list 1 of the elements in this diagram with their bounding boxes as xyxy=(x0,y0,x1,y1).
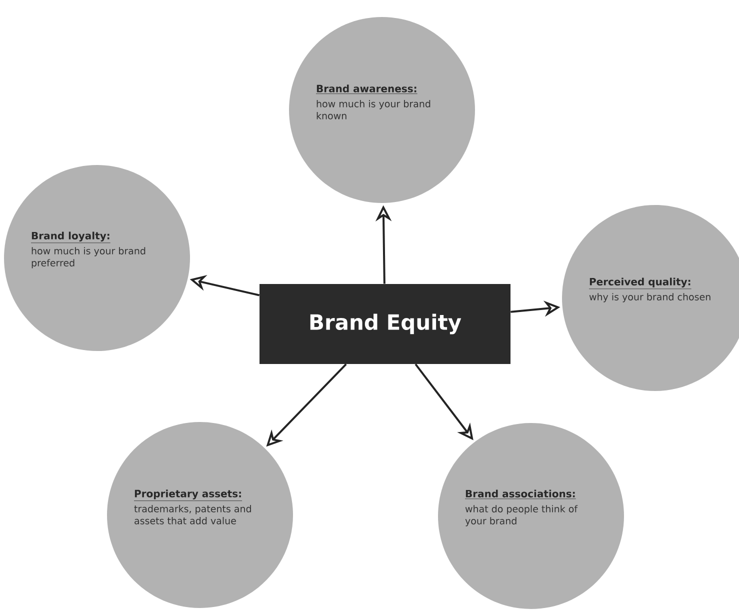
title-box: Brand Equity xyxy=(260,284,510,364)
